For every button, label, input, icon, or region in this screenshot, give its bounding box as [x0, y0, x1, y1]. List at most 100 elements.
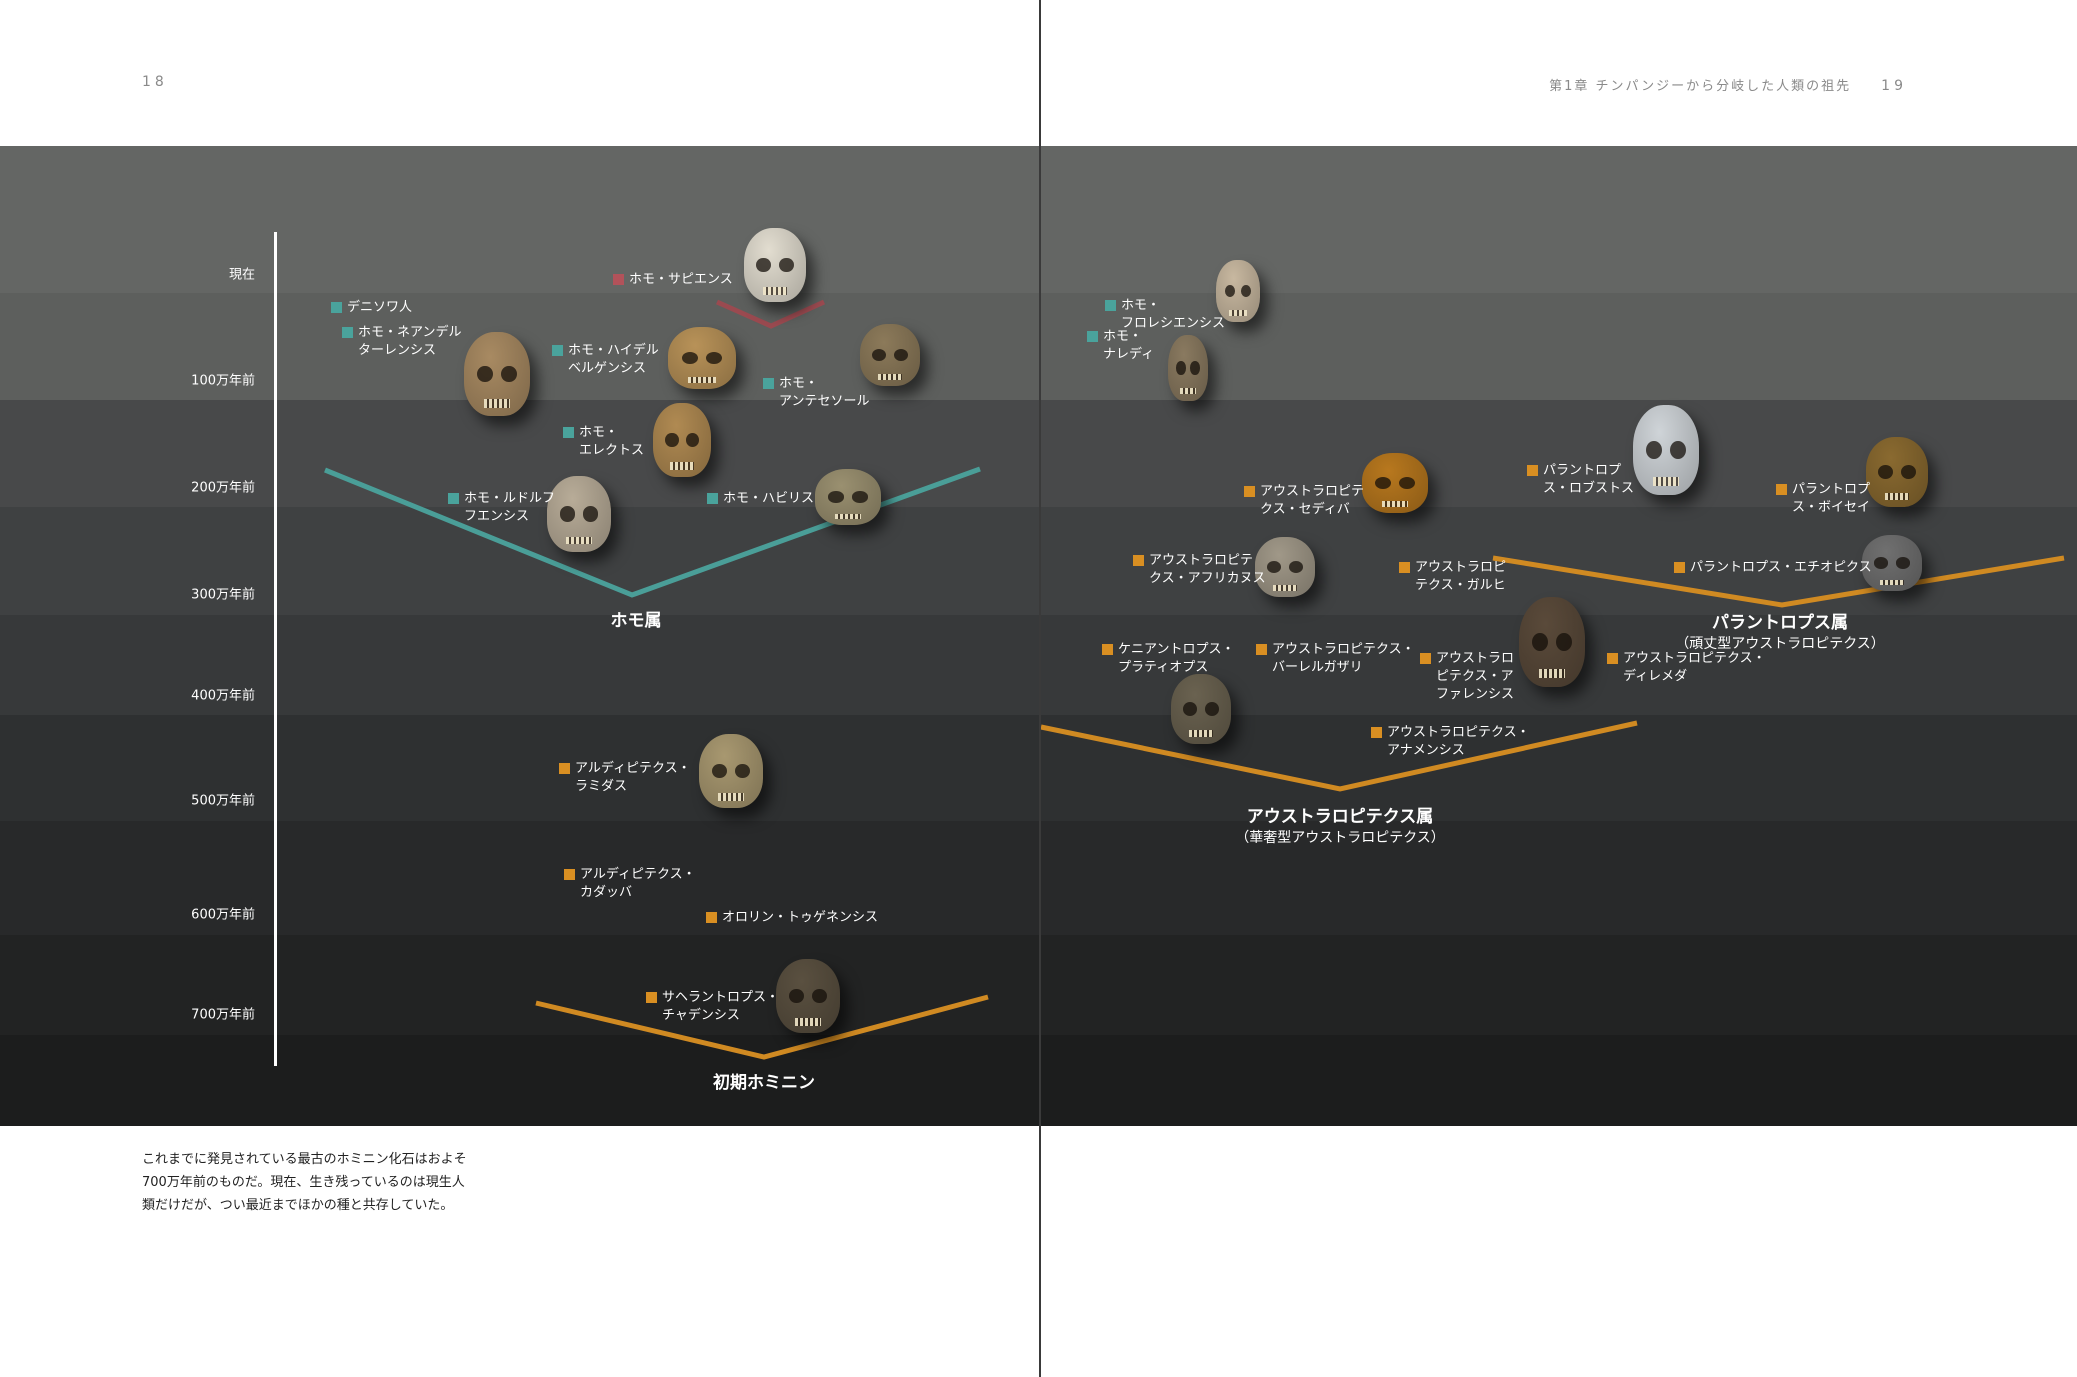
- species-name-line: サヘラントロプス・: [662, 990, 780, 1005]
- species-name-line: パラントロプス・エチオピクス: [1690, 560, 1872, 575]
- teeth: [762, 287, 788, 295]
- group-title: 初期ホミニン: [713, 1073, 815, 1093]
- species-name-line: ファレンシス: [1436, 687, 1515, 702]
- teeth: [566, 536, 592, 545]
- eye-socket: [1240, 284, 1252, 298]
- species-marker-square: [564, 869, 575, 880]
- skull-image: [699, 734, 763, 808]
- species-label: アウストラロピテクス・ディレメダ: [1607, 650, 1766, 686]
- eye-socket: [828, 491, 845, 503]
- species-name-line: アウストラロピテクス・: [1387, 725, 1530, 740]
- eye-socket: [477, 365, 494, 383]
- species-marker-square: [707, 493, 718, 504]
- time-label: 200万年前: [191, 480, 255, 496]
- left-page-number: 18: [142, 74, 168, 90]
- teeth: [1180, 387, 1196, 395]
- skull-image: [1866, 437, 1928, 507]
- species-name-line: アンテセソール: [779, 394, 870, 409]
- skull-image: [1168, 335, 1208, 401]
- teeth: [1381, 501, 1409, 507]
- group-subtitle: （華奢型アウストラロピテクス）: [1235, 830, 1445, 846]
- species-name-line: クス・セディバ: [1260, 502, 1350, 517]
- species-name-line: アウストラロピテ: [1260, 484, 1365, 499]
- eye-socket: [664, 432, 679, 448]
- species-marker-square: [552, 345, 563, 356]
- species-name-line: ディレメダ: [1623, 669, 1688, 684]
- species-name-line: ホモ・: [1103, 329, 1143, 344]
- eye-socket: [1669, 441, 1686, 459]
- species-name-line: ホモ・サピエンス: [629, 272, 733, 287]
- eye-socket: [1267, 561, 1282, 573]
- species-marker-square: [1674, 562, 1685, 573]
- group-label-homo: ホモ属: [611, 606, 662, 631]
- species-marker-square: [563, 427, 574, 438]
- early-hominin-line: [535, 994, 989, 1060]
- skull-image: [1216, 260, 1260, 322]
- species-name-line: エレクトス: [579, 443, 645, 458]
- teeth: [670, 462, 694, 470]
- species-label: ホモ・ルドルフフエンシス: [448, 490, 555, 526]
- time-label: 現在: [228, 267, 255, 283]
- group-title: アウストラロピテクス属: [1246, 807, 1434, 827]
- species-label: ホモ・フロレシエンシス: [1105, 297, 1225, 333]
- species-label: アウストラロピテクス・アフリカヌス: [1133, 552, 1266, 588]
- species-name-line: チャデンシス: [662, 1008, 740, 1023]
- species-name-line: ラミダス: [575, 779, 628, 794]
- eye-socket: [1375, 477, 1392, 489]
- eye-socket: [788, 988, 805, 1004]
- species-name-line: ス・ボイセイ: [1792, 500, 1871, 515]
- species-name-line: ベルゲンシス: [568, 361, 647, 376]
- species-label: アウストラロピテクス・アナメンシス: [1371, 724, 1530, 760]
- time-band: [0, 615, 2077, 715]
- species-marker-square: [448, 493, 459, 504]
- teeth: [1884, 493, 1910, 500]
- species-name-line: パラントロプ: [1543, 463, 1622, 478]
- timeline-axis: [274, 232, 277, 1066]
- species-label: アウストラロピテクス・バーレルガザリ: [1256, 641, 1415, 677]
- eye-socket: [1224, 284, 1236, 298]
- teeth: [688, 376, 716, 383]
- skull-image: [1633, 405, 1699, 495]
- time-band: [0, 400, 2077, 507]
- time-band: [0, 1035, 2077, 1126]
- species-marker-square: [1607, 653, 1618, 664]
- species-marker-square: [342, 327, 353, 338]
- eye-socket: [811, 988, 828, 1004]
- skull-image: [464, 332, 530, 416]
- eye-socket: [1895, 557, 1910, 569]
- group-title: ホモ属: [610, 611, 662, 631]
- species-label: ホモ・エレクトス: [563, 424, 644, 460]
- caption-line: 700万年前のものだ。現在、生き残っているのは現生人: [142, 1175, 465, 1190]
- skull-image: [1862, 535, 1922, 591]
- time-label: 400万年前: [191, 688, 255, 704]
- teeth: [1652, 477, 1680, 486]
- species-name-line: アウストラロピテクス・: [1623, 651, 1766, 666]
- species-name-line: ホモ・: [779, 376, 819, 391]
- species-name-line: クス・アフリカヌス: [1149, 571, 1266, 586]
- australopithecus-line: [1040, 720, 1638, 792]
- species-label: ホモ・ネアンデルターレンシス: [342, 324, 461, 360]
- species-label: アルディピテクス・ラミダス: [559, 760, 691, 796]
- eye-socket: [872, 348, 887, 362]
- skull-image: [547, 476, 611, 552]
- species-marker-square: [559, 763, 570, 774]
- eye-socket: [685, 432, 700, 448]
- species-label: アウストラロピテクス・セディバ: [1244, 483, 1364, 519]
- eye-socket: [1176, 361, 1186, 375]
- species-marker-square: [1371, 727, 1382, 738]
- species-marker-square: [1776, 484, 1787, 495]
- homo-lineage-line: [324, 466, 981, 598]
- eye-socket: [1874, 557, 1889, 569]
- skull-image: [653, 403, 711, 477]
- species-name-line: カダッバ: [580, 885, 633, 900]
- species-name-line: デニソワ人: [347, 300, 413, 315]
- species-label: アルディピテクス・カダッバ: [564, 866, 696, 902]
- species-name-line: フエンシス: [464, 509, 530, 524]
- eye-socket: [1204, 702, 1219, 716]
- species-name-line: ホモ・: [1121, 298, 1161, 313]
- species-label: ホモ・ハビリス: [707, 490, 814, 508]
- skull-image: [776, 959, 840, 1033]
- time-label: 600万年前: [191, 907, 255, 923]
- time-label: 300万年前: [191, 587, 255, 603]
- sapiens-lineage-line: [715, 299, 826, 329]
